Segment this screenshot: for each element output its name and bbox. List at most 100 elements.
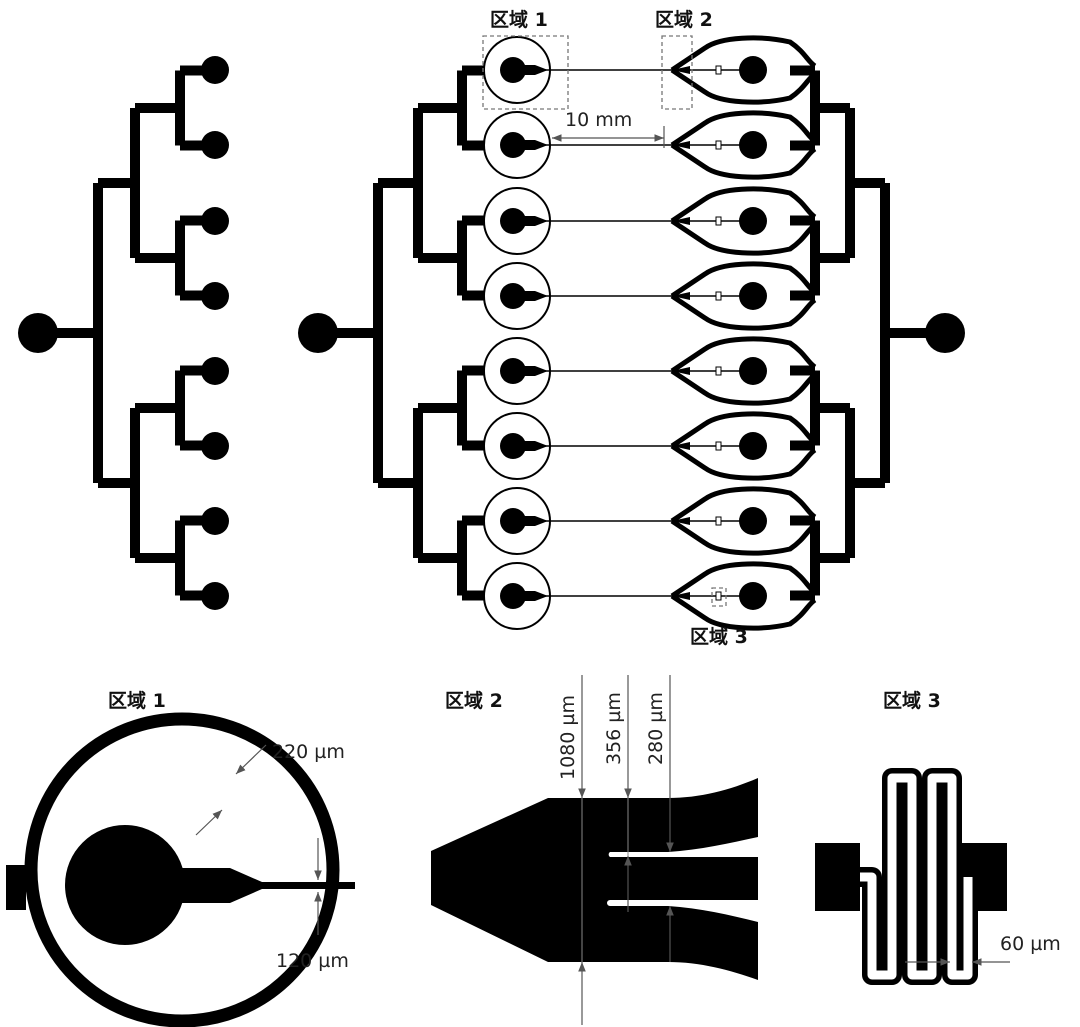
channel-branch bbox=[378, 408, 423, 558]
teardrop-channel bbox=[670, 561, 817, 631]
channel-branch bbox=[845, 408, 885, 558]
teardrop-channel bbox=[670, 411, 817, 481]
splitter bbox=[672, 592, 690, 600]
serpentine-resistor bbox=[715, 366, 722, 376]
reservoir bbox=[739, 282, 767, 310]
channel-branch bbox=[135, 70, 185, 146]
chamber-core bbox=[500, 508, 526, 534]
splitter bbox=[672, 292, 690, 300]
channel-branch bbox=[135, 220, 185, 296]
inlet-port bbox=[298, 313, 338, 353]
outlet-port bbox=[201, 582, 229, 610]
chamber-nozzle bbox=[520, 65, 548, 75]
teardrop-channel bbox=[670, 336, 817, 406]
splitter bbox=[672, 367, 690, 375]
region2-detail-title: 区域 2 bbox=[445, 689, 503, 712]
channel-width-label: 120 µm bbox=[276, 950, 349, 972]
reservoir bbox=[739, 131, 767, 159]
chamber-nozzle bbox=[520, 516, 548, 526]
inlet-tab bbox=[6, 865, 26, 910]
channel-branch bbox=[418, 370, 467, 446]
splitter bbox=[672, 141, 690, 149]
chamber-core bbox=[500, 57, 526, 83]
channel-branch bbox=[98, 108, 140, 258]
region1-detail-title: 区域 1 bbox=[108, 689, 166, 712]
region3-box bbox=[711, 587, 727, 607]
teardrop-channel bbox=[670, 110, 817, 180]
chamber-nozzle bbox=[520, 441, 548, 451]
outlet-port bbox=[201, 207, 229, 235]
reservoir bbox=[739, 56, 767, 84]
region3-label: 区域 3 bbox=[690, 625, 748, 648]
channel-branch bbox=[418, 220, 467, 296]
ring-width-arrow bbox=[195, 809, 223, 836]
serpentine-pad-left bbox=[815, 843, 860, 911]
dim-280-label: 280 µm bbox=[645, 692, 667, 765]
dim-1080-label: 1080 µm bbox=[557, 695, 579, 780]
teardrop-channel bbox=[670, 186, 817, 256]
teardrop-channel bbox=[670, 261, 817, 331]
teardrop-channel bbox=[670, 486, 817, 556]
region3-detail-title: 区域 3 bbox=[883, 689, 941, 712]
splitter bbox=[672, 442, 690, 450]
chamber-nozzle bbox=[520, 591, 548, 601]
serpentine-channel-inner bbox=[860, 773, 973, 980]
outlet-port bbox=[201, 282, 229, 310]
outlet-port bbox=[201, 432, 229, 460]
splitter-shape bbox=[431, 778, 758, 980]
region2-detail: 区域 2 1080 µm 356 µm 280 µm bbox=[431, 675, 758, 1025]
splitter bbox=[672, 66, 690, 74]
chamber-ring bbox=[24, 712, 340, 1027]
serpentine-resistor bbox=[715, 291, 722, 301]
inlet-port bbox=[18, 313, 58, 353]
ring-width-arrow bbox=[235, 744, 267, 775]
ring-width-label: 220 µm bbox=[272, 741, 345, 763]
reservoir bbox=[739, 207, 767, 235]
channel-branch bbox=[845, 108, 885, 258]
outlet-port bbox=[201, 507, 229, 535]
chamber-nozzle bbox=[175, 868, 355, 903]
dim-356-label: 356 µm bbox=[603, 692, 625, 765]
chamber-core bbox=[500, 132, 526, 158]
chamber-nozzle bbox=[520, 366, 548, 376]
outlet-port bbox=[201, 131, 229, 159]
reservoir bbox=[739, 357, 767, 385]
region2-label: 区域 2 bbox=[655, 8, 713, 31]
reservoir bbox=[739, 582, 767, 610]
channel-branch bbox=[135, 520, 185, 596]
outlet-port bbox=[925, 313, 965, 353]
main-device bbox=[298, 35, 965, 631]
channel-branch bbox=[135, 370, 185, 446]
channel-branch bbox=[810, 520, 850, 596]
region1-label: 区域 1 bbox=[490, 8, 548, 31]
serpentine-resistor bbox=[715, 65, 722, 75]
region3-detail: 区域 3 60 µm bbox=[815, 689, 1061, 985]
left-distribution-tree bbox=[18, 56, 229, 610]
channel-branch bbox=[378, 108, 423, 258]
serpentine-resistor bbox=[715, 516, 722, 526]
reservoir bbox=[739, 432, 767, 460]
outlet-port bbox=[201, 357, 229, 385]
region2-box bbox=[661, 35, 693, 110]
splitter bbox=[672, 217, 690, 225]
serpentine-width-label: 60 µm bbox=[1000, 933, 1061, 955]
reservoir bbox=[739, 507, 767, 535]
chamber-core bbox=[65, 825, 185, 945]
serpentine-resistor bbox=[715, 140, 722, 150]
teardrop-channel bbox=[670, 35, 817, 105]
chamber-nozzle bbox=[520, 216, 548, 226]
channel-branch bbox=[98, 408, 140, 558]
outlet-port bbox=[201, 56, 229, 84]
chamber-core bbox=[500, 433, 526, 459]
chamber-nozzle bbox=[520, 140, 548, 150]
chamber-core bbox=[500, 583, 526, 609]
splitter bbox=[672, 517, 690, 525]
chamber-nozzle bbox=[520, 291, 548, 301]
chamber-core bbox=[500, 283, 526, 309]
serpentine-resistor bbox=[715, 591, 722, 601]
region1-box bbox=[482, 35, 569, 110]
channel-branch bbox=[810, 70, 850, 146]
channel-branch bbox=[810, 370, 850, 446]
chamber-core bbox=[500, 208, 526, 234]
